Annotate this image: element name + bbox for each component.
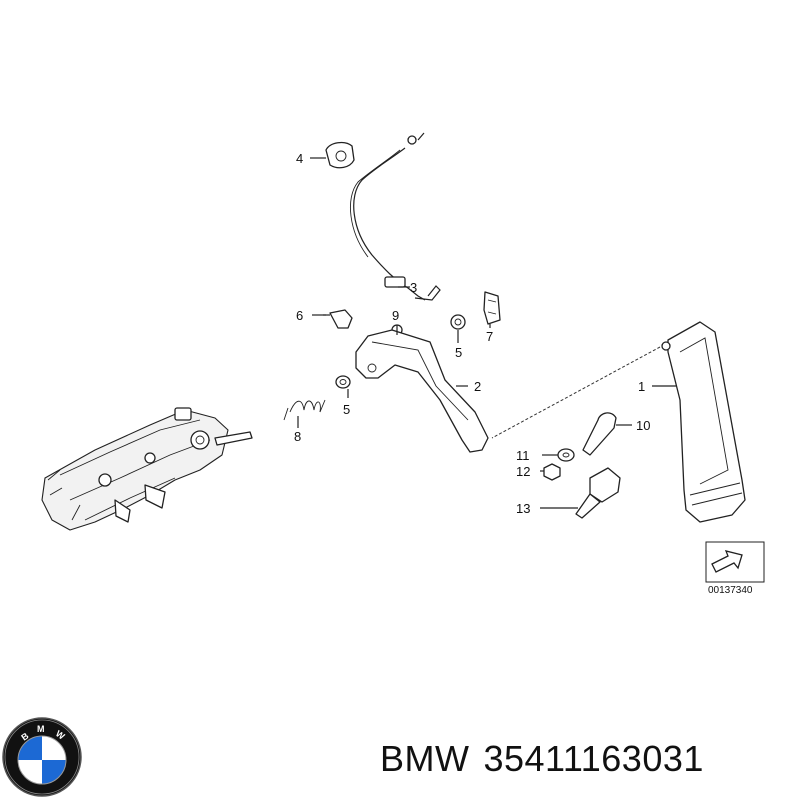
callout-10: 10 [636, 418, 650, 433]
callout-6: 6 [296, 308, 303, 323]
brand-name: BMW [380, 738, 470, 779]
part-caption: BMW 35411163031 [380, 738, 790, 780]
callout-9: 9 [392, 308, 399, 323]
callout-7: 7 [486, 329, 493, 344]
bushing-part-5-lower [335, 375, 351, 389]
throttle-cable-part-3 [349, 132, 441, 301]
bushing-part-5-upper [450, 314, 466, 330]
svg-text:B: B [19, 730, 30, 742]
clip-part-6 [323, 309, 353, 329]
callout-3: 3 [410, 280, 417, 295]
callout-13: 13 [516, 501, 530, 516]
bracket-part-7 [483, 291, 501, 325]
connection-line [491, 346, 661, 439]
sensor-part-13 [575, 467, 621, 519]
callout-5-upper: 5 [455, 345, 462, 360]
pedal-box-assembly [41, 407, 253, 531]
bmw-logo: B M W [2, 717, 82, 797]
pedal-lever-part-2 [355, 329, 489, 453]
callout-8: 8 [294, 429, 301, 444]
callout-2: 2 [474, 379, 481, 394]
washer-part-11 [557, 448, 575, 462]
pedal-pad-part-1 [661, 321, 746, 523]
reference-code: 00137340 [708, 585, 753, 596]
callout-11: 11 [516, 448, 530, 463]
spring-part-8 [283, 399, 326, 428]
callout-labels: 1 2 3 4 5 5 6 7 8 9 10 11 12 13 [294, 151, 650, 516]
leader-lines [310, 157, 676, 509]
nut-part-12 [543, 463, 561, 481]
part-number: 35411163031 [483, 738, 704, 779]
bolt-part-10 [582, 412, 617, 456]
arrow-icon [711, 550, 743, 573]
reference-box: 00137340 [705, 541, 765, 596]
callout-5-lower: 5 [343, 402, 350, 417]
callout-1: 1 [638, 379, 645, 394]
callout-12: 12 [516, 464, 530, 479]
svg-text:M: M [37, 724, 45, 734]
grommet-part-4 [325, 141, 355, 169]
callout-4: 4 [296, 151, 303, 166]
